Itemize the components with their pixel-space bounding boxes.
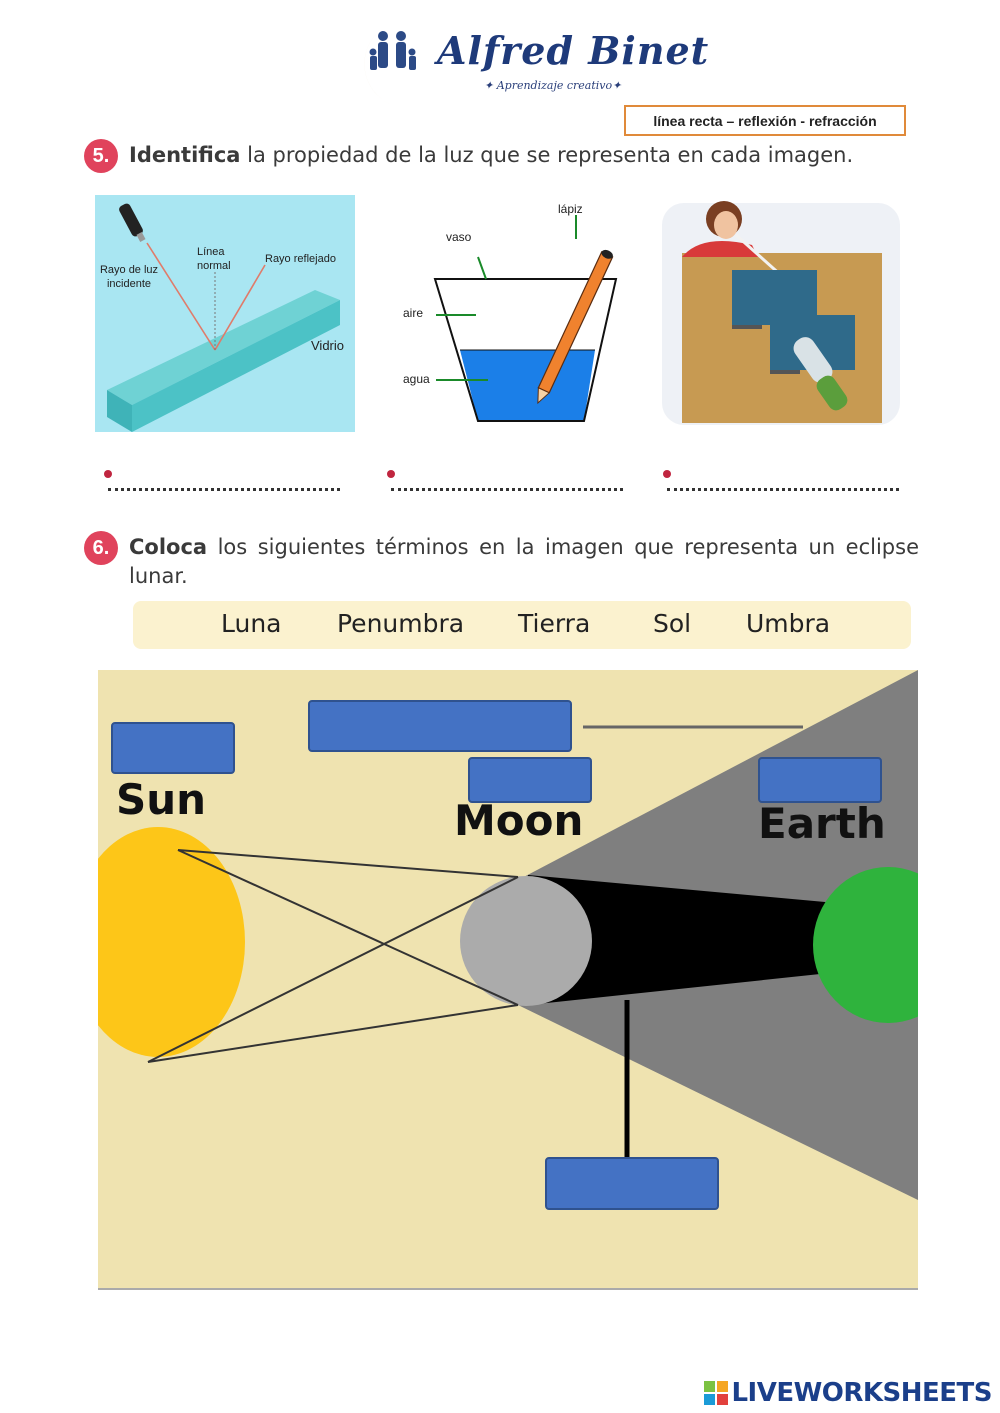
question-5-verb: Identifica bbox=[129, 143, 241, 167]
straight-line-image bbox=[662, 185, 900, 430]
earth-shape bbox=[813, 867, 918, 1023]
glass-vessel-label: vaso bbox=[446, 230, 472, 244]
question-6-text: Coloca los siguientes términos en la ima… bbox=[129, 533, 919, 591]
term-luna[interactable]: Luna bbox=[221, 609, 282, 638]
reflection-image: Rayo de luz incidente Línea normal Rayo … bbox=[95, 195, 355, 432]
umbra-region bbox=[528, 875, 858, 1005]
question-5-rest: la propiedad de la luz que se representa… bbox=[240, 143, 854, 167]
normal-line-label: Línea normal bbox=[197, 246, 231, 272]
drop-slot-moon[interactable] bbox=[468, 757, 592, 803]
incident-ray-label: Rayo de luz incidente bbox=[99, 264, 159, 290]
term-penumbra[interactable]: Penumbra bbox=[337, 609, 465, 638]
answer-field-1[interactable] bbox=[108, 488, 340, 491]
straight-line-drawing bbox=[662, 201, 900, 425]
reflection-drawing bbox=[107, 203, 340, 432]
glass-label: Vidrio bbox=[311, 338, 345, 353]
school-logo bbox=[364, 24, 427, 109]
water-label: agua bbox=[403, 372, 430, 386]
drop-slot-earth[interactable] bbox=[758, 757, 882, 803]
answer-bullet-1 bbox=[104, 470, 112, 478]
air-label: aire bbox=[403, 306, 424, 320]
question-5-text: Identifica la propiedad de la luz que se… bbox=[129, 141, 853, 170]
sun-label: Sun bbox=[116, 775, 207, 824]
liveworksheets-logo-text: LIVEWORKSHEETS bbox=[731, 1378, 992, 1408]
refraction-image: lápiz vaso aire agua bbox=[398, 195, 628, 430]
answer-options-box: línea recta – reflexión - refracción bbox=[624, 105, 906, 136]
term-tierra[interactable]: Tierra bbox=[518, 609, 591, 638]
logo-subtitle: ✦ Aprendizaje creativo✦ bbox=[484, 79, 622, 92]
term-umbra[interactable]: Umbra bbox=[746, 609, 831, 638]
moon-label: Moon bbox=[454, 796, 584, 845]
answer-bullet-3 bbox=[663, 470, 671, 478]
moon-shape bbox=[460, 876, 592, 1006]
question-6-verb: Coloca bbox=[129, 535, 208, 559]
logo-title: Alfred Binet bbox=[437, 28, 710, 73]
answer-field-3[interactable] bbox=[667, 488, 899, 491]
drop-slot-penumbra[interactable] bbox=[308, 700, 572, 752]
question-6-number: 6. bbox=[84, 531, 118, 565]
answer-field-2[interactable] bbox=[391, 488, 623, 491]
drop-slot-sun[interactable] bbox=[111, 722, 235, 774]
liveworksheets-icon bbox=[704, 1381, 729, 1405]
question-5-number: 5. bbox=[84, 139, 118, 173]
refraction-drawing bbox=[433, 215, 618, 422]
footer-brand: LIVEWORKSHEETS bbox=[704, 1376, 992, 1410]
pencil-label: lápiz bbox=[558, 202, 583, 216]
drop-slot-umbra[interactable] bbox=[545, 1157, 719, 1210]
sun-shape bbox=[98, 827, 245, 1057]
earth-label: Earth bbox=[758, 799, 886, 848]
answer-bullet-2 bbox=[387, 470, 395, 478]
reflected-ray-label: Rayo reflejado bbox=[265, 253, 336, 265]
question-6-rest: los siguientes términos en la imagen que… bbox=[129, 535, 919, 588]
term-sol[interactable]: Sol bbox=[653, 609, 692, 638]
word-bank: Luna Penumbra Tierra Sol Umbra bbox=[133, 601, 911, 649]
lunar-eclipse-diagram: Sun Moon Earth bbox=[98, 670, 918, 1290]
